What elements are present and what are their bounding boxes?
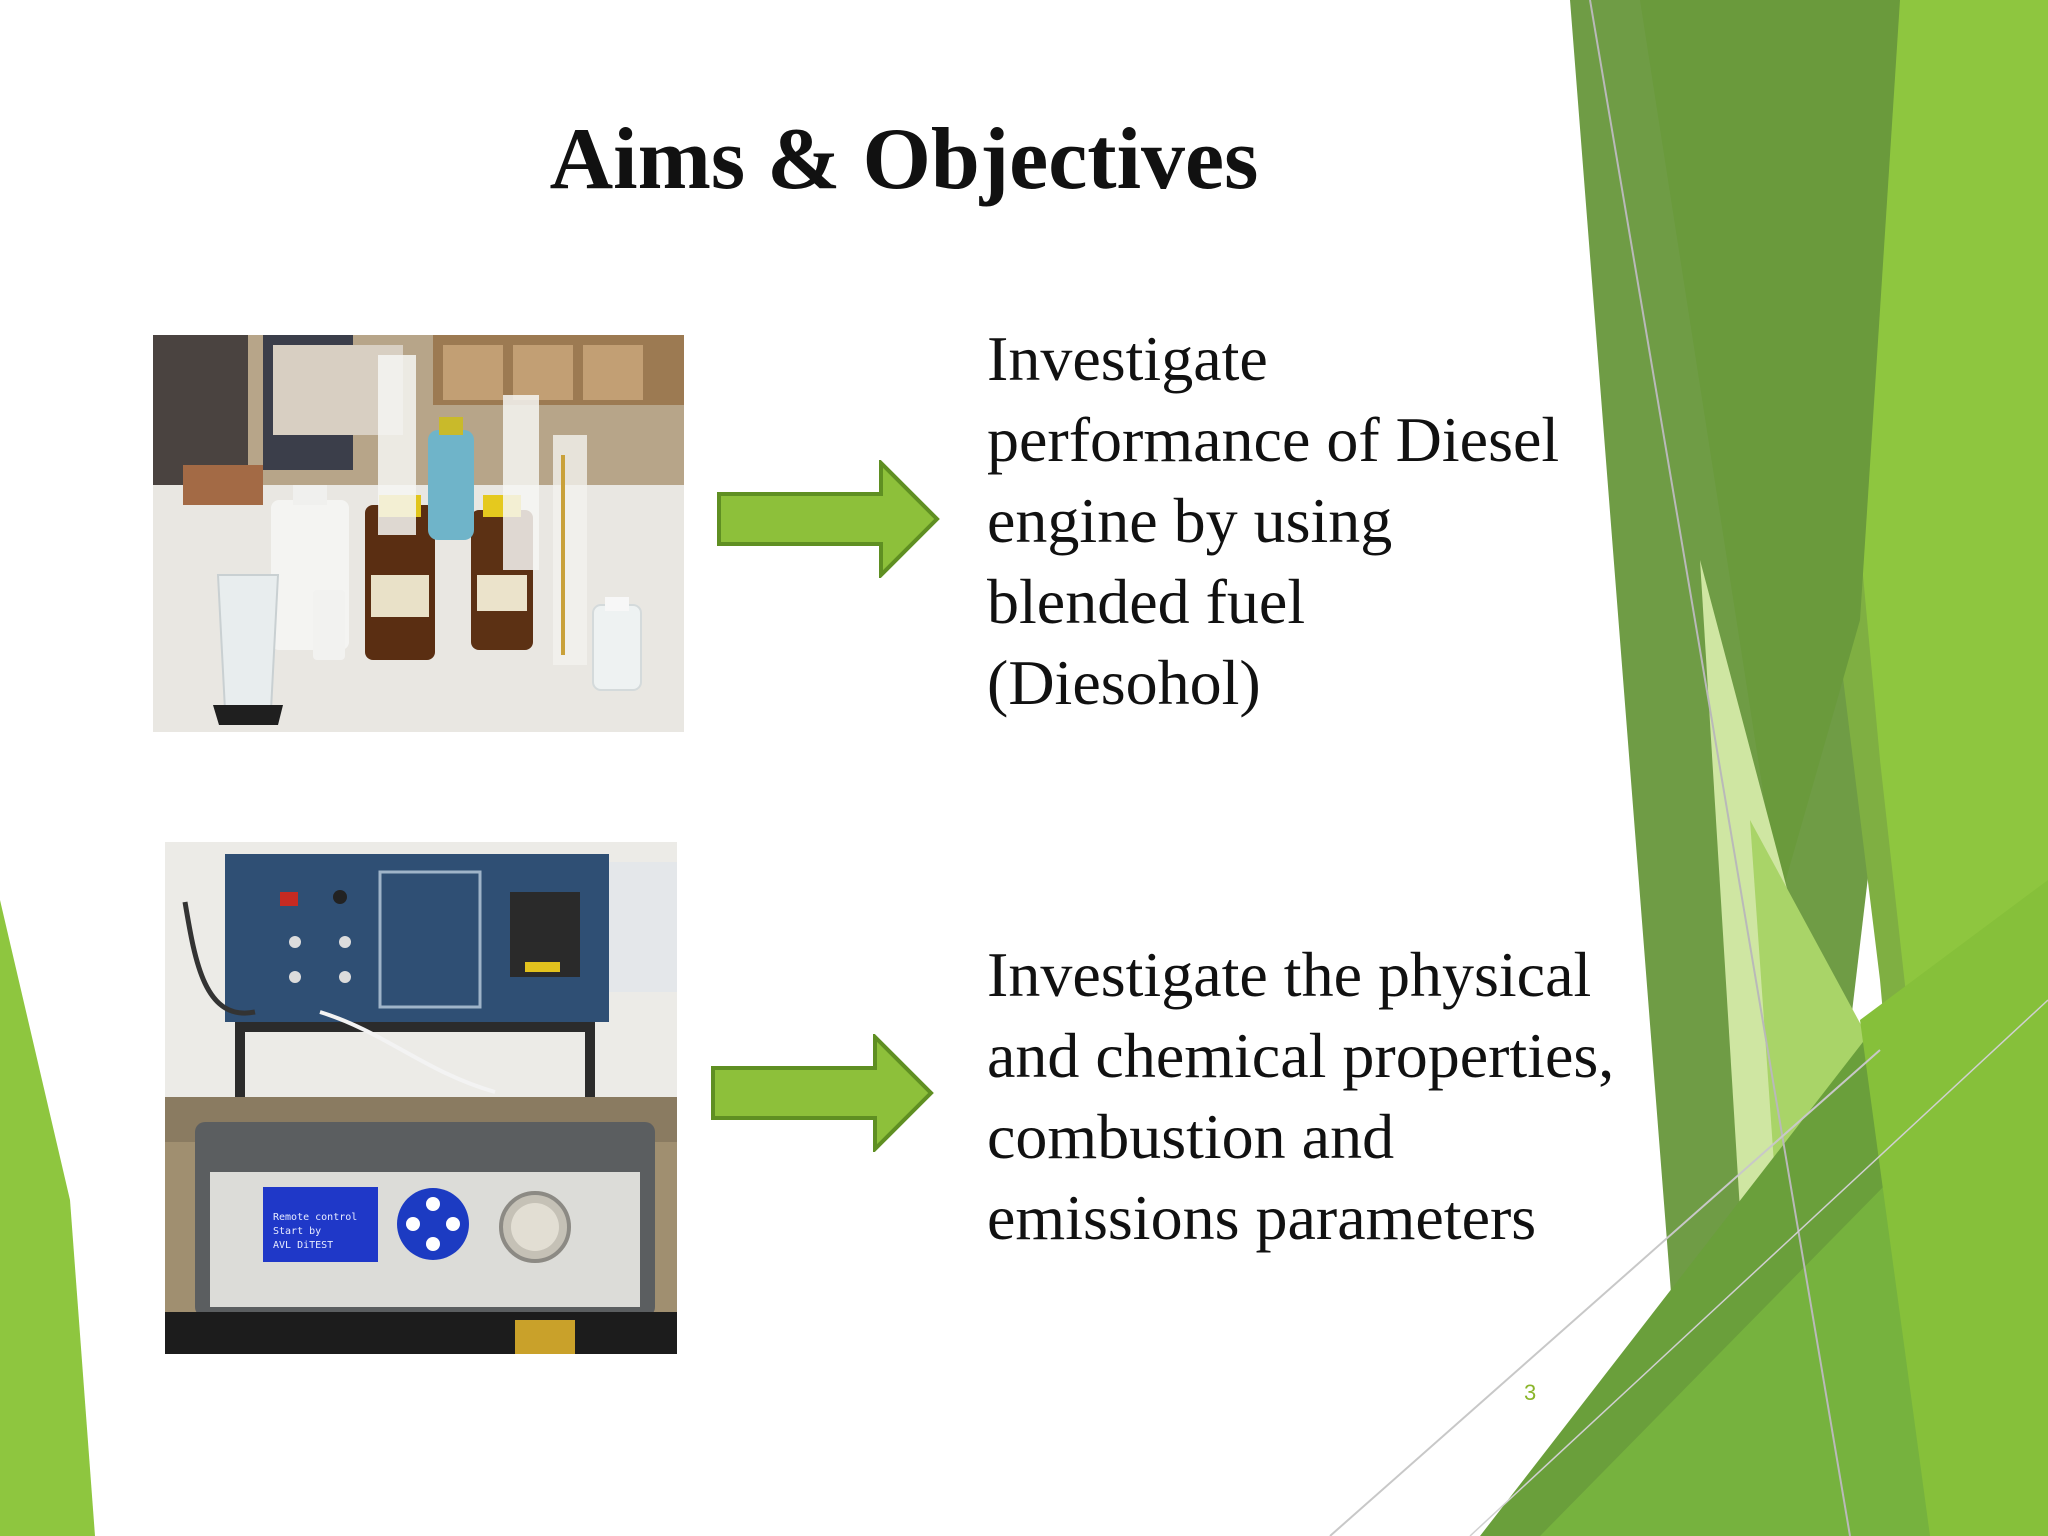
page-number: 3 [1524,1380,1537,1405]
objective-2-text: Investigate the physical and chemical pr… [987,934,1687,1258]
objective-1-line: Investigate [987,323,1268,394]
emission-analyzer-photo: Remote control Start by AVL DiTEST [165,842,677,1354]
objective-1-text: Investigate performance of Diesel engine… [987,318,1687,723]
objective-2-line: and chemical properties, [987,1020,1615,1091]
objective-1-line: performance of Diesel [987,404,1560,475]
slide-title: Aims & Objectives [549,111,1259,208]
right-arrow-icon [711,1034,934,1152]
analyzer-screen-line: Start by [273,1226,321,1237]
lab-bottles-photo [153,335,684,732]
objective-1-line: (Diesohol) [987,647,1261,718]
right-arrow-icon [717,460,940,578]
objective-1-line: blended fuel [987,566,1306,637]
objective-2-line: Investigate the physical [987,939,1592,1010]
objective-2-line: emissions parameters [987,1182,1537,1253]
analyzer-screen-line: Remote control [273,1212,357,1223]
objective-2-line: combustion and [987,1101,1395,1172]
objective-1-line: engine by using [987,485,1393,556]
analyzer-screen-line: AVL DiTEST [273,1240,333,1251]
